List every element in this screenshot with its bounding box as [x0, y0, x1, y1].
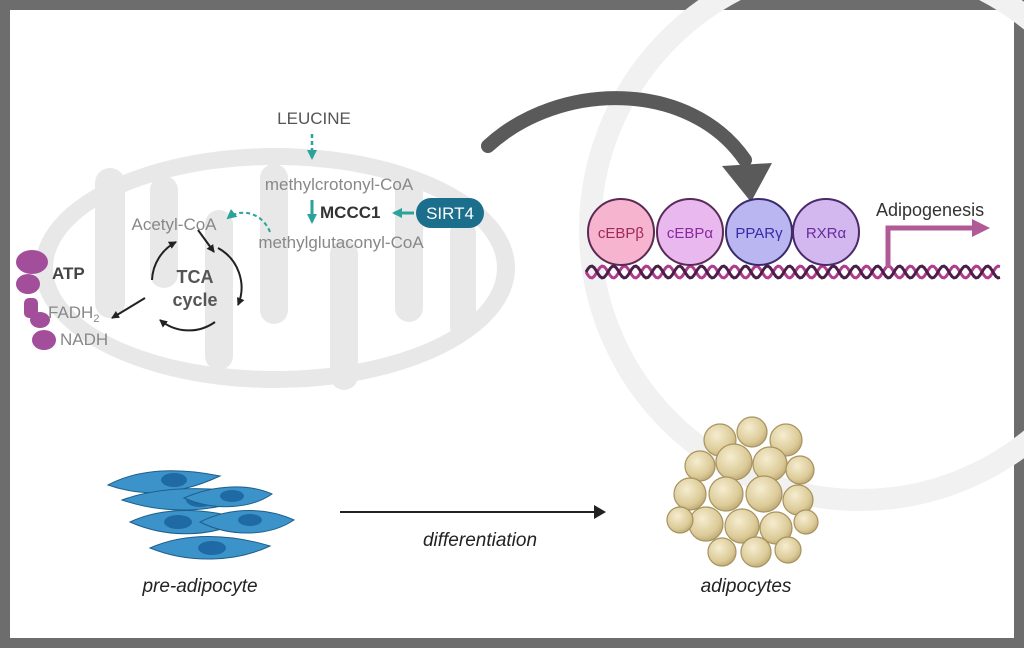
adipocyte-cell: [736, 416, 768, 448]
adipogenesis-label: Adipogenesis: [876, 200, 984, 220]
transcription-start-arrowhead: [972, 219, 990, 237]
adipocyte-cell: [684, 450, 716, 482]
factor-label-pparg: PPARγ: [735, 225, 783, 242]
nadh-label: NADH: [60, 330, 108, 349]
curved-arrow: [481, 91, 752, 167]
adipocyte-cell: [666, 506, 694, 534]
curved-arrow-head: [722, 163, 772, 202]
adipocyte-cell: [785, 455, 815, 485]
adipocyte-cell: [793, 509, 819, 535]
adipocyte-cell: [740, 536, 772, 568]
methylglutaconyl-label: methylglutaconyl-CoA: [258, 233, 424, 252]
sirt4-badge: [416, 198, 484, 228]
pre-adipocyte-label: pre-adipocyte: [141, 576, 257, 597]
adipocyte-cell: [769, 423, 803, 457]
atp-label: ATP: [52, 264, 85, 283]
tca-label-line2: cycle: [172, 290, 217, 310]
factor-label-cebpb: cEBPβ: [598, 225, 645, 242]
adipocyte-cell: [724, 508, 760, 544]
adipocyte-cell: [707, 537, 737, 567]
tca-cycle: [111, 229, 245, 332]
differentiation-arrowhead: [594, 505, 606, 519]
transcription-start-arrow: [885, 225, 974, 268]
tca-label-line1: TCA: [177, 267, 214, 287]
factor-label-cebpa: cEBPα: [667, 225, 714, 242]
adipocytes-label: adipocytes: [701, 576, 792, 597]
differentiation-label: differentiation: [423, 530, 537, 551]
dna-strand: [584, 264, 1001, 280]
sirt4-label: SIRT4: [426, 204, 474, 223]
transcription-factor-cebpb: cEBPβ: [587, 198, 655, 266]
adipocyte-cell: [774, 536, 802, 564]
adipocyte-cluster: [666, 416, 819, 568]
atp-synthase-icon: [16, 250, 56, 350]
adipocyte-cell: [745, 475, 783, 513]
transcription-factor-cebpa: cEBPα: [656, 198, 724, 266]
adipocyte-cell: [752, 446, 788, 482]
adipocyte-cell: [715, 443, 753, 481]
factor-label-rxra: RXRα: [806, 225, 847, 242]
fadh2-label: FADH2: [48, 303, 99, 325]
transcription-factor-rxra: RXRα: [792, 198, 860, 266]
leucine-label: LEUCINE: [277, 109, 351, 128]
mccc1-label: MCCC1: [320, 203, 380, 222]
methylcrotonyl-label: methylcrotonyl-CoA: [265, 175, 414, 194]
adipocyte-cell: [708, 476, 744, 512]
adipocyte-cell: [673, 477, 707, 511]
adipocyte-cell: [688, 506, 724, 542]
acetyl-coa-label: Acetyl-CoA: [131, 215, 217, 234]
dna-strand: [584, 264, 1001, 280]
dna-helix: [584, 264, 1001, 280]
pre-adipocyte-cells: [106, 470, 296, 560]
transcription-factor-pparg: PPARγ: [725, 198, 793, 266]
